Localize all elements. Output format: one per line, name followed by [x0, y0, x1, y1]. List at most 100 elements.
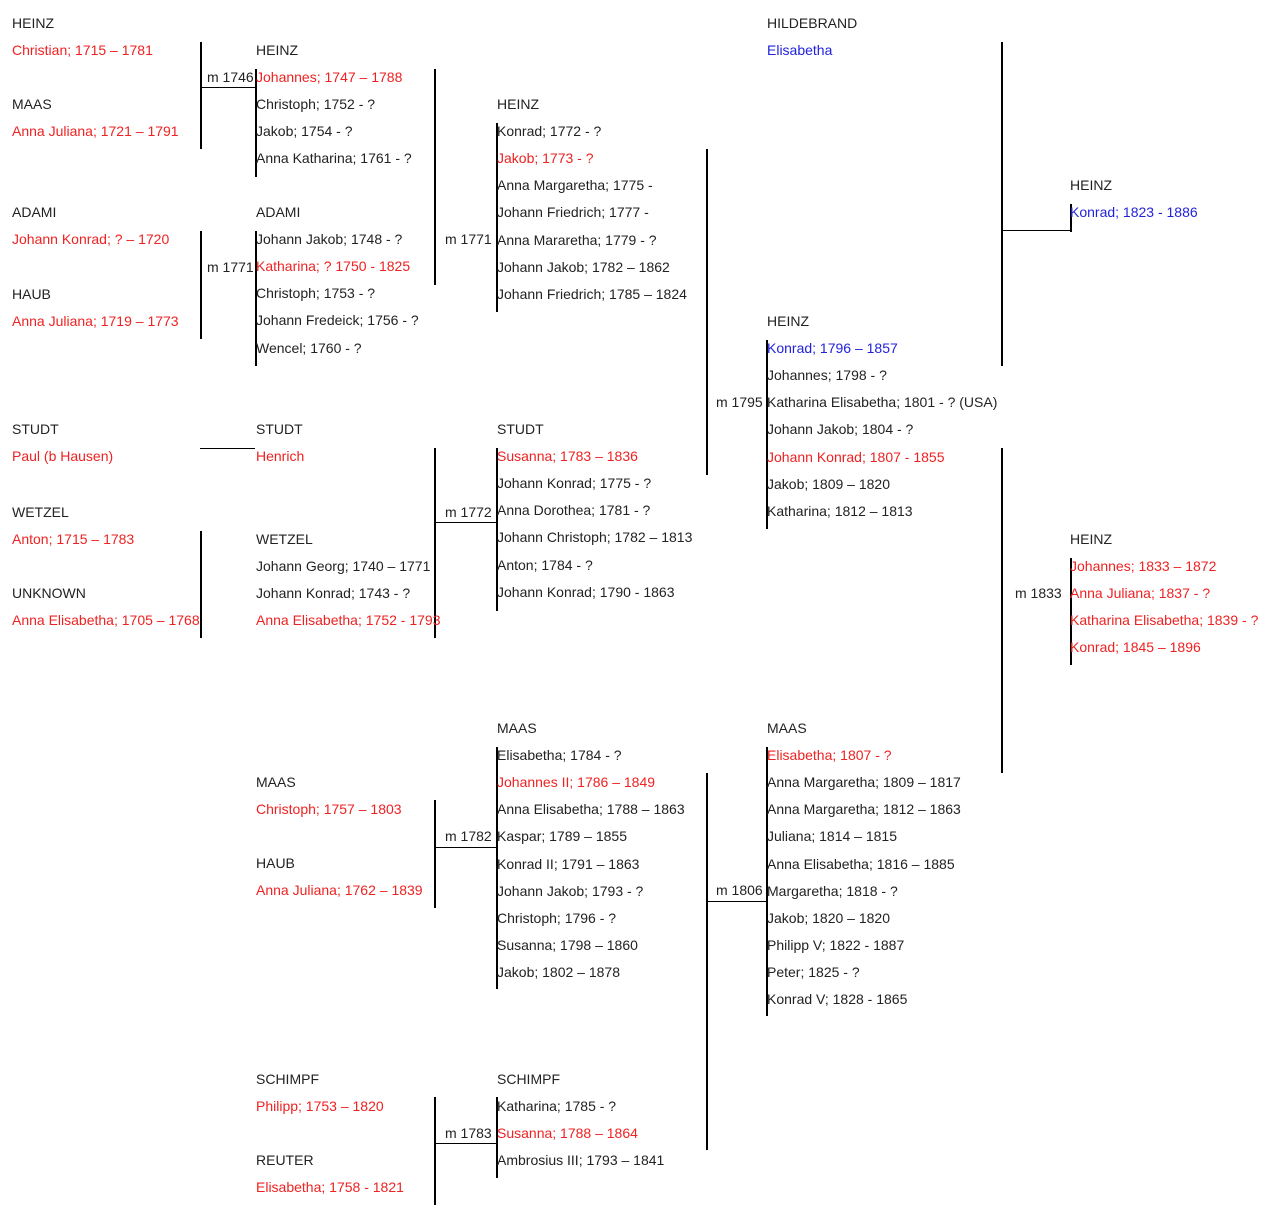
family-surname: HEINZ — [497, 96, 539, 112]
marriage-label: m 1806 — [716, 882, 763, 898]
person-entry: Katharina; 1785 - ? — [497, 1098, 617, 1114]
connector-vertical-line — [496, 123, 498, 312]
person-entry: Anna Katharina; 1761 - ? — [256, 150, 412, 166]
person-entry: Johann Georg; 1740 – 1771 — [256, 558, 431, 574]
family-surname: SCHIMPF — [256, 1071, 319, 1087]
family-surname: HAUB — [256, 855, 295, 871]
person-entry: Philipp V; 1822 - 1887 — [767, 937, 905, 953]
person-entry: Anna Juliana; 1837 - ? — [1070, 585, 1211, 601]
connector-vertical-line — [496, 1097, 498, 1178]
person-entry: Elisabetha; 1784 - ? — [497, 747, 622, 763]
connector-vertical-line — [434, 800, 436, 908]
family-surname: STUDT — [497, 421, 544, 437]
person-entry: Anna Juliana; 1719 – 1773 — [12, 313, 179, 329]
marriage-label: m 1772 — [445, 504, 492, 520]
person-entry: Christoph; 1752 - ? — [256, 96, 376, 112]
person-entry: Anna Juliana; 1762 – 1839 — [256, 882, 423, 898]
family-surname: WETZEL — [256, 531, 313, 547]
connector-vertical-line — [766, 747, 768, 1016]
family-surname: WETZEL — [12, 504, 69, 520]
person-entry: Jakob; 1754 - ? — [256, 123, 353, 139]
connector-horizontal-line — [1001, 230, 1070, 231]
person-entry: Katharina Elisabetha; 1801 - ? (USA) — [767, 394, 998, 410]
person-entry: Johann Friedrich; 1777 - — [497, 204, 649, 220]
marriage-label: m 1771 — [207, 259, 254, 275]
person-entry: Anton; 1784 - ? — [497, 557, 593, 573]
connector-horizontal-line — [200, 448, 255, 449]
family-surname: HAUB — [12, 286, 51, 302]
connector-vertical-line — [1070, 204, 1072, 232]
family-surname: HEINZ — [1070, 531, 1112, 547]
connector-vertical-line — [255, 231, 257, 366]
person-entry: Margaretha; 1818 - ? — [767, 883, 898, 899]
person-entry: Jakob; 1773 - ? — [497, 150, 594, 166]
person-entry: Konrad; 1823 - 1886 — [1070, 204, 1198, 220]
person-entry: Johann Konrad; 1790 - 1863 — [497, 584, 675, 600]
person-entry: Johann Konrad; 1775 - ? — [497, 475, 652, 491]
person-entry: Johannes; 1798 - ? — [767, 367, 887, 383]
connector-horizontal-line — [434, 847, 496, 848]
connector-vertical-line — [200, 531, 202, 638]
family-surname: ADAMI — [256, 204, 301, 220]
person-entry: Johannes; 1747 – 1788 — [256, 69, 403, 85]
family-surname: MAAS — [256, 774, 296, 790]
family-surname: HEINZ — [256, 42, 298, 58]
person-entry: Johannes II; 1786 – 1849 — [497, 774, 656, 790]
person-entry: Paul (b Hausen) — [12, 448, 114, 464]
person-entry: Christoph; 1796 - ? — [497, 910, 617, 926]
connector-vertical-line — [706, 773, 708, 1150]
family-surname: UNKNOWN — [12, 585, 86, 601]
connector-vertical-line — [255, 69, 257, 177]
person-entry: Susanna; 1798 – 1860 — [497, 937, 638, 953]
family-surname: SCHIMPF — [497, 1071, 560, 1087]
person-entry: Johann Jakob; 1748 - ? — [256, 231, 403, 247]
connector-vertical-line — [434, 69, 436, 285]
person-entry: Christoph; 1757 – 1803 — [256, 801, 402, 817]
person-entry: Jakob; 1820 – 1820 — [767, 910, 890, 926]
person-entry: Ambrosius III; 1793 – 1841 — [497, 1152, 665, 1168]
person-entry: Henrich — [256, 448, 305, 464]
person-entry: Elisabetha; 1758 - 1821 — [256, 1179, 404, 1195]
connector-vertical-line — [766, 340, 768, 529]
person-entry: Jakob; 1802 – 1878 — [497, 964, 620, 980]
person-entry: Christian; 1715 – 1781 — [12, 42, 153, 58]
connector-vertical-line — [1070, 558, 1072, 665]
person-entry: Susanna; 1788 – 1864 — [497, 1125, 638, 1141]
person-entry: Johann Friedrich; 1785 – 1824 — [497, 286, 687, 302]
person-entry: Anna Elisabetha; 1705 – 1768 — [12, 612, 200, 628]
person-entry: Elisabetha — [767, 42, 833, 58]
connector-vertical-line — [434, 1097, 436, 1205]
connector-vertical-line — [496, 747, 498, 989]
person-entry: Johann Jakob; 1793 - ? — [497, 883, 644, 899]
connector-vertical-line — [496, 448, 498, 611]
person-entry: Anna Margaretha; 1809 – 1817 — [767, 774, 961, 790]
person-entry: Konrad V; 1828 - 1865 — [767, 991, 908, 1007]
family-surname: ADAMI — [12, 204, 57, 220]
person-entry: Johann Konrad; 1807 - 1855 — [767, 449, 945, 465]
connector-vertical-line — [200, 42, 202, 149]
person-entry: Wencel; 1760 - ? — [256, 340, 362, 356]
person-entry: Anna Juliana; 1721 – 1791 — [12, 123, 179, 139]
family-surname: STUDT — [12, 421, 59, 437]
person-entry: Konrad; 1796 – 1857 — [767, 340, 898, 356]
person-entry: Peter; 1825 - ? — [767, 964, 860, 980]
person-entry: Anna Elisabetha; 1752 - 1793 — [256, 612, 441, 628]
family-surname: HEINZ — [12, 15, 54, 31]
family-surname: HILDEBRAND — [767, 15, 858, 31]
marriage-label: m 1771 — [445, 231, 492, 247]
person-entry: Susanna; 1783 – 1836 — [497, 448, 638, 464]
person-entry: Jakob; 1809 – 1820 — [767, 476, 890, 492]
family-surname: REUTER — [256, 1152, 314, 1168]
person-entry: Konrad; 1772 - ? — [497, 123, 602, 139]
family-surname: HEINZ — [1070, 177, 1112, 193]
family-surname: MAAS — [497, 720, 537, 736]
person-entry: Philipp; 1753 – 1820 — [256, 1098, 384, 1114]
person-entry: Elisabetha; 1807 - ? — [767, 747, 892, 763]
person-entry: Katharina Elisabetha; 1839 - ? — [1070, 612, 1259, 628]
person-entry: Christoph; 1753 - ? — [256, 285, 376, 301]
connector-horizontal-line — [200, 87, 255, 88]
person-entry: Johann Fredeick; 1756 - ? — [256, 312, 419, 328]
person-entry: Juliana; 1814 – 1815 — [767, 828, 897, 844]
person-entry: Johann Christoph; 1782 – 1813 — [497, 529, 693, 545]
